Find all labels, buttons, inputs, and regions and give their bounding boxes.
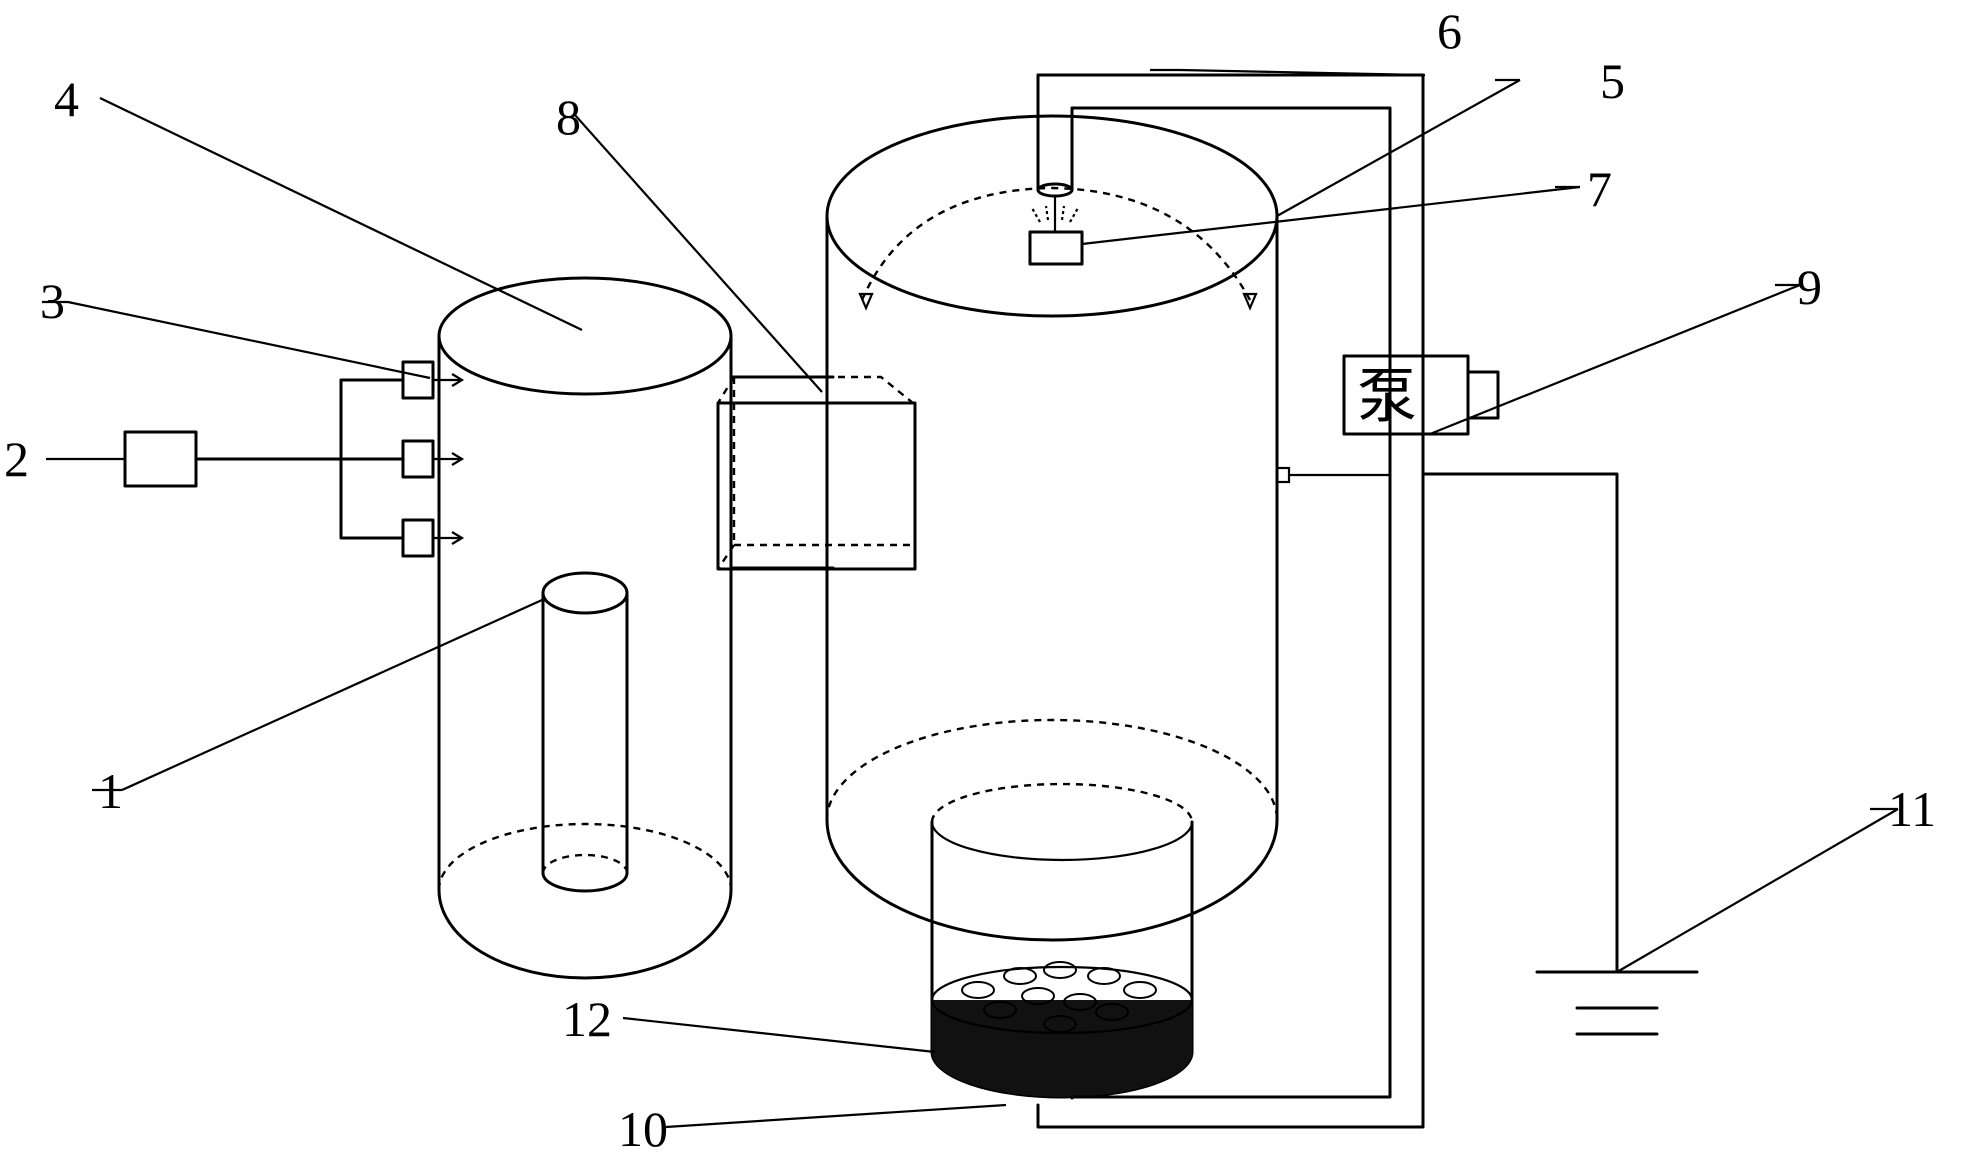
connecting-duct [718, 377, 915, 569]
label-10: 10 [618, 1101, 668, 1157]
label-11: 11 [1888, 781, 1936, 837]
leader-lines [42, 70, 1898, 1127]
label-4: 4 [54, 71, 79, 127]
label-8: 8 [556, 89, 581, 145]
label-2: 2 [4, 431, 29, 487]
left-vessel [439, 278, 731, 978]
pump: 泵 [1344, 356, 1498, 434]
inner-tube [543, 573, 627, 891]
label-9: 9 [1797, 259, 1822, 315]
label-6: 6 [1437, 3, 1462, 59]
label-1: 1 [98, 763, 123, 819]
label-5: 5 [1600, 53, 1625, 109]
label-7: 7 [1587, 161, 1612, 217]
label-12: 12 [562, 991, 612, 1047]
label-3: 3 [40, 273, 65, 329]
pump-label: 泵 [1357, 362, 1417, 432]
right-vessel [827, 116, 1289, 940]
controller-box [125, 432, 403, 486]
